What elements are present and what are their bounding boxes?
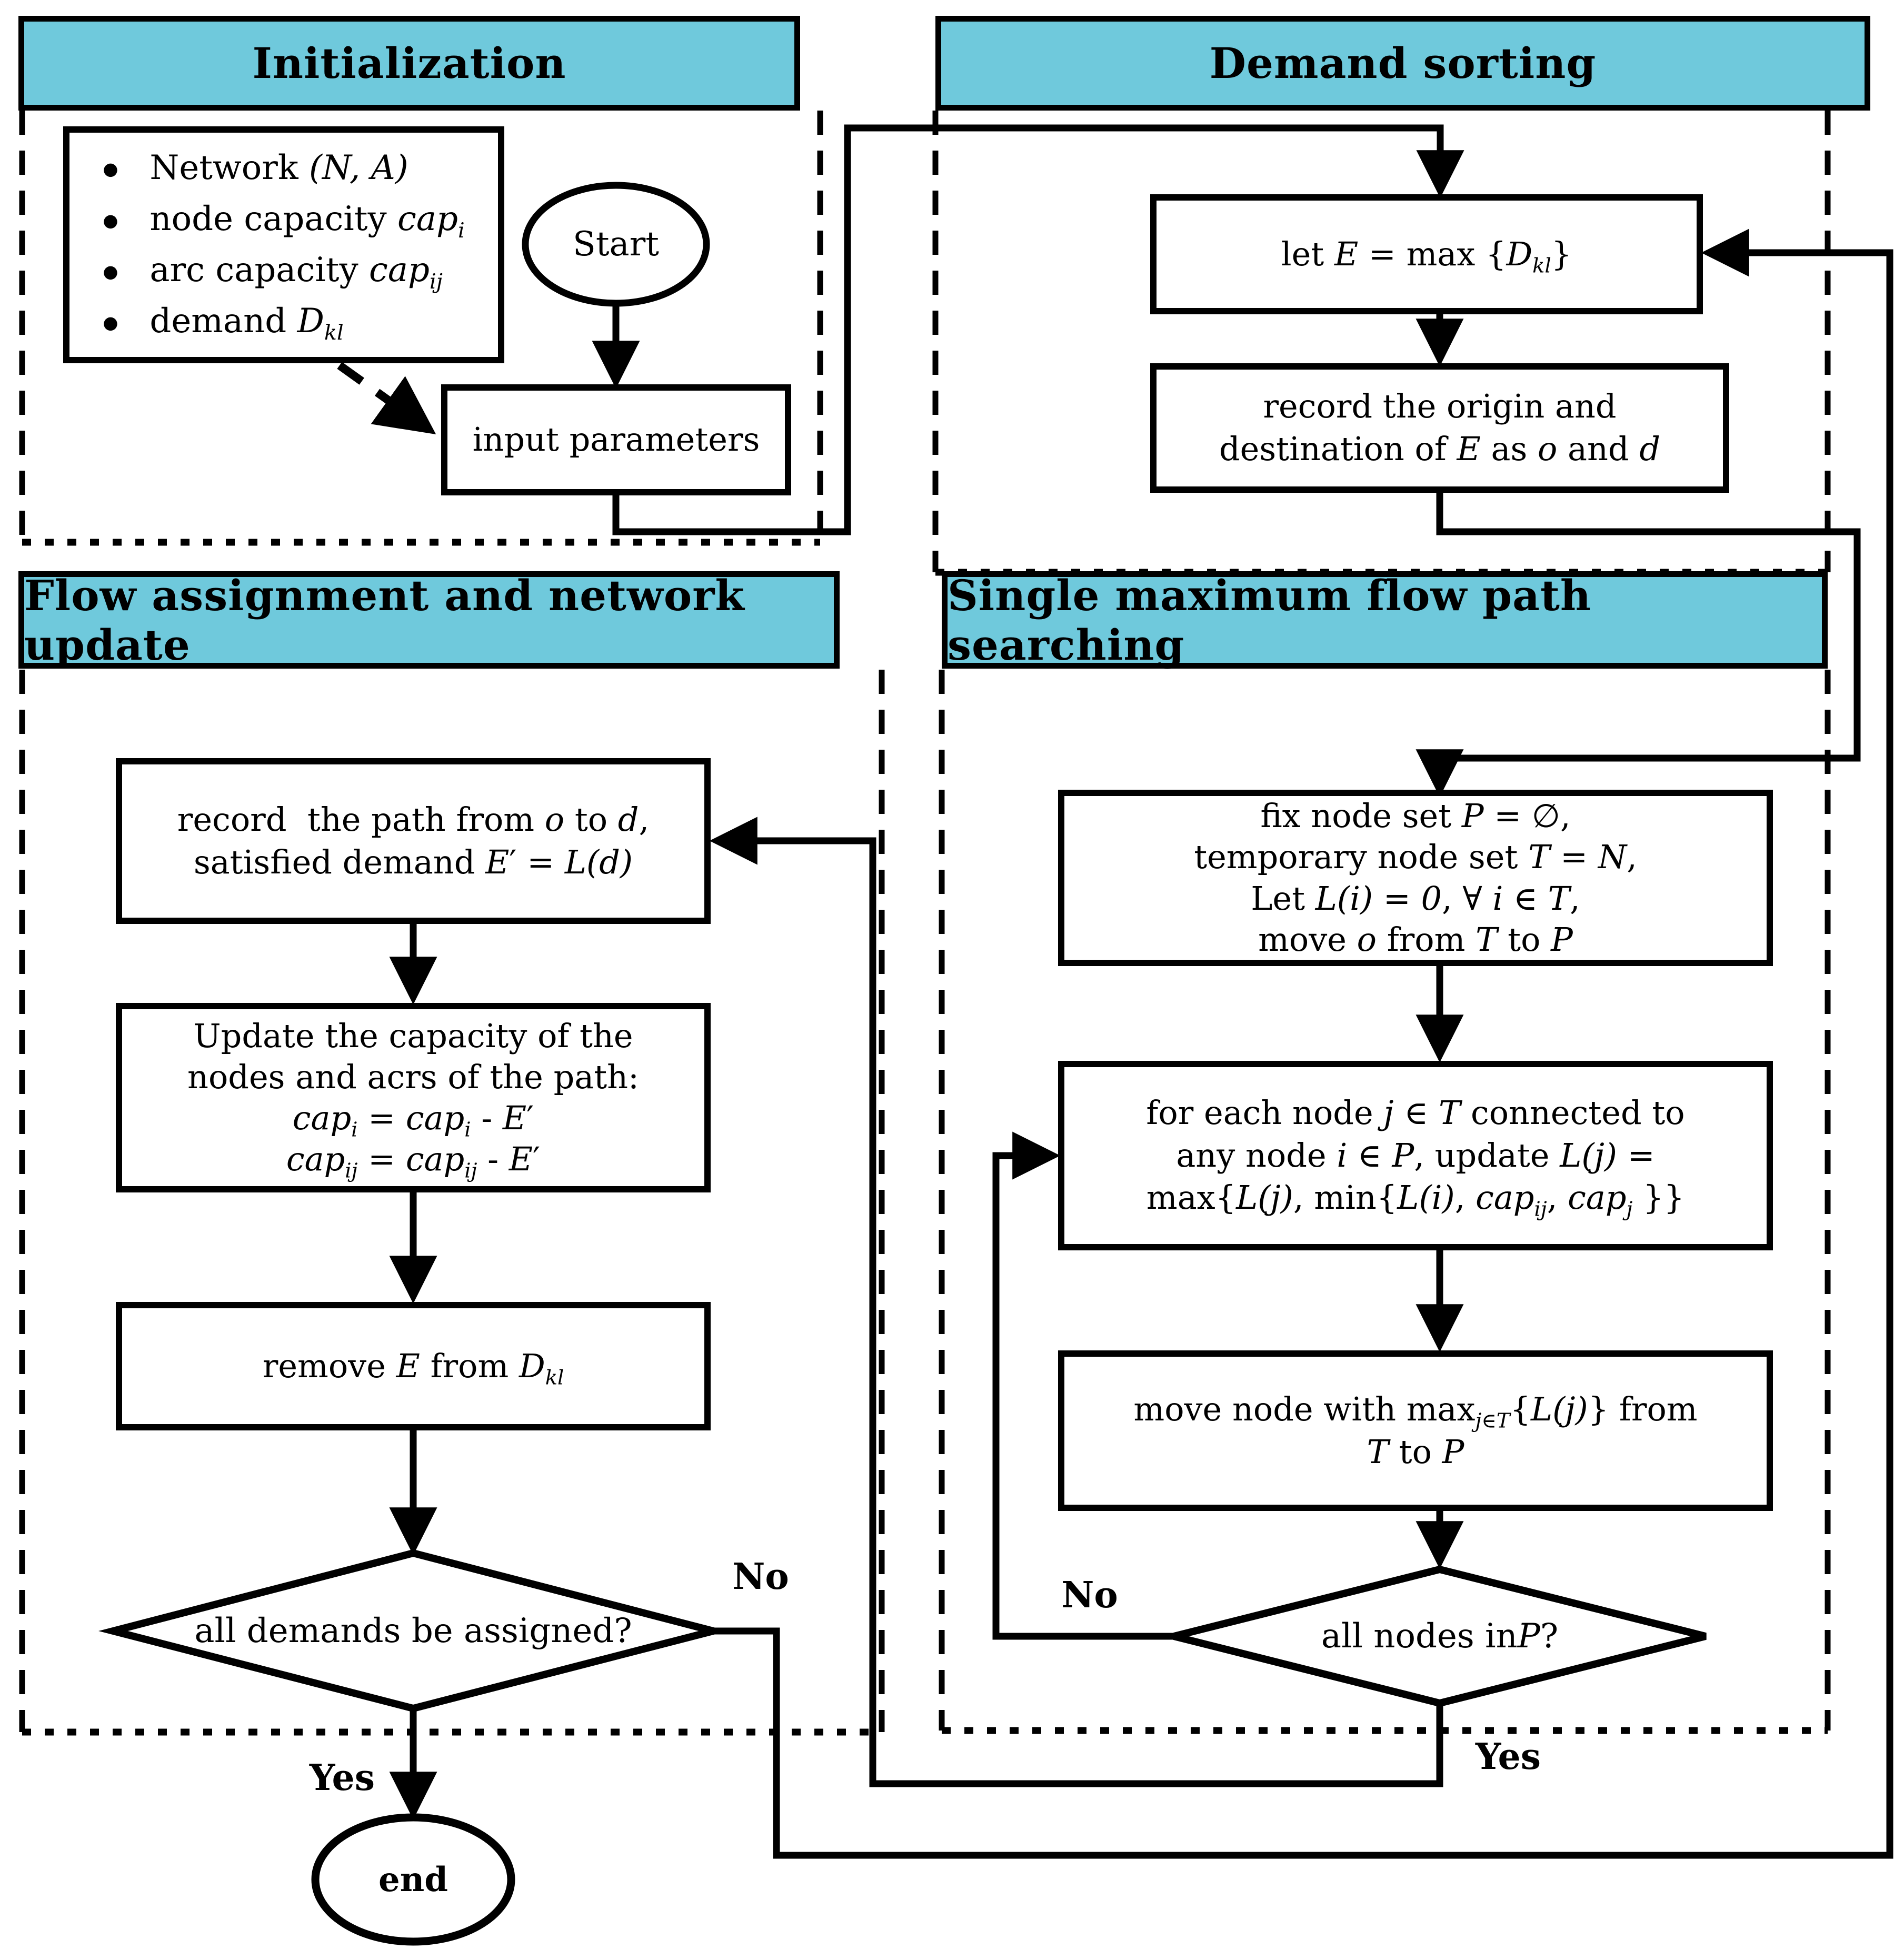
node-fix-node-set: fix node set P = ∅,temporary node set T …	[1058, 790, 1773, 966]
section-header-flow-assignment: Flow assignment and network update	[18, 571, 840, 670]
node-record-path: record the path from o to d,satisfied de…	[116, 758, 711, 924]
node-let-e-max-text: let E = max {Dkl}	[1281, 234, 1572, 278]
node-input-parameters: input parameters	[441, 384, 791, 495]
dashed-arrow-inputs-to-input-parameters	[337, 362, 436, 435]
label-yes-all-nodes: Yes	[1475, 1736, 1541, 1778]
node-let-e-max: let E = max {Dkl}	[1150, 194, 1703, 314]
start-terminal-label: Start	[572, 225, 660, 264]
connectors	[389, 124, 1893, 1859]
node-record-path-text: record the path from o to d,satisfied de…	[177, 800, 650, 881]
diamond-all-nodes-shape	[1173, 1565, 1707, 1707]
input-list-item-node-capacity: node capacity capi	[103, 197, 464, 241]
node-remove-e: remove E from Dkl	[116, 1302, 711, 1430]
arrow-all-nodes-no-loop	[992, 1131, 1174, 1640]
node-remove-e-text: remove E from Dkl	[262, 1346, 564, 1390]
input-list-box: Network (N, A) node capacity capi arc ca…	[63, 126, 504, 363]
arrow-all-nodes-yes-to-record-path	[709, 817, 1443, 1787]
arrow-record-origin-to-fix-node	[1415, 493, 1861, 798]
start-terminal-shape	[522, 182, 710, 307]
section-header-initialization: Initialization	[18, 16, 800, 111]
arrow-all-demands-no-to-let-e	[713, 228, 1893, 1859]
decision-all-demands-label: all demands be assigned?	[194, 1612, 632, 1650]
label-no-all-nodes: No	[1061, 1574, 1118, 1616]
arrow-input-to-let-e	[612, 124, 1464, 535]
section-borders	[19, 111, 1831, 1736]
decision-all-nodes-label: all nodes in P?	[1321, 1617, 1559, 1656]
section-header-demand-sorting: Demand sorting	[935, 16, 1870, 111]
end-terminal-shape	[311, 1813, 515, 1946]
input-list-item-network: Network (N, A)	[103, 146, 464, 190]
section-header-single-max-flow: Single maximum flow path searching	[942, 571, 1828, 670]
input-list: Network (N, A) node capacity capi arc ca…	[103, 139, 464, 351]
diamond-all-demands-shape	[98, 1549, 728, 1713]
node-input-parameters-text: input parameters	[472, 420, 760, 459]
node-fix-node-set-text: fix node set P = ∅,temporary node set T …	[1194, 797, 1637, 959]
end-terminal-label: end	[378, 1859, 448, 1900]
label-no-all-demands: No	[732, 1556, 789, 1598]
label-yes-all-demands: Yes	[309, 1757, 375, 1799]
input-list-item-arc-capacity: arc capacity capij	[103, 248, 464, 292]
input-list-item-demand: demand Dkl	[103, 300, 464, 343]
